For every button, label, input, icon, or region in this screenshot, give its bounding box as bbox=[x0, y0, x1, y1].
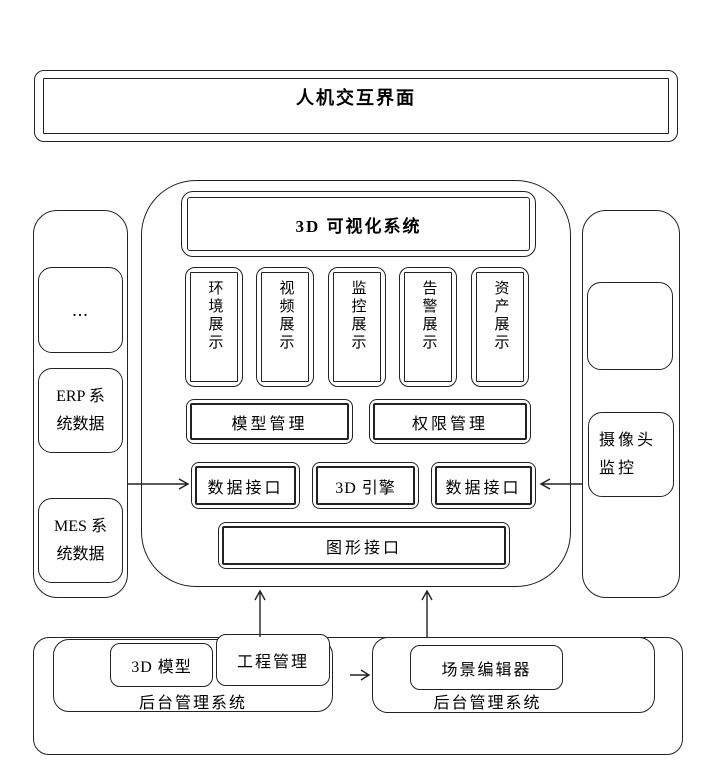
mes-data-line2: 统数据 bbox=[56, 545, 105, 563]
hmi-banner-title: 人机交互界面 bbox=[296, 88, 416, 108]
module-box-video-display: 视频展示 bbox=[256, 267, 314, 387]
module-box-environment-display: 环境展示 bbox=[185, 267, 243, 387]
permission-management-label: 权限管理 bbox=[411, 415, 488, 433]
arrow-backend-to-core-left bbox=[254, 589, 266, 637]
more-sources-label: ... bbox=[72, 299, 89, 320]
scene-editor-box: 场景编辑器 bbox=[410, 645, 563, 690]
model-3d-box: 3D 模型 bbox=[110, 643, 213, 687]
module-box-asset-display: 资产展示 bbox=[471, 267, 529, 387]
camera-monitor-box: 摄像头 监控 bbox=[588, 412, 674, 497]
project-management-box: 工程管理 bbox=[216, 634, 330, 686]
model-management-box: 模型管理 bbox=[186, 399, 353, 444]
module-label-environment-display: 环境展示 bbox=[206, 280, 223, 352]
module-box-monitoring-display: 监控展示 bbox=[328, 267, 386, 387]
graphics-interface-box: 图形接口 bbox=[218, 522, 510, 569]
data-interface-left-label: 数据接口 bbox=[207, 479, 284, 497]
backend-left-group-label: 后台管理系统 bbox=[138, 695, 247, 712]
arrow-backend-to-core-right bbox=[421, 589, 433, 637]
permission-management-box: 权限管理 bbox=[369, 399, 531, 444]
data-interface-right-box: 数据接口 bbox=[431, 462, 536, 509]
module-label-alarm-display: 告警展示 bbox=[420, 280, 437, 352]
erp-data-line1: ERP 系 bbox=[56, 387, 105, 405]
camera-monitor-line1: 摄像头 bbox=[599, 431, 657, 449]
more-sources-box: ... bbox=[38, 267, 123, 353]
data-interface-right-label: 数据接口 bbox=[445, 479, 522, 497]
module-label-video-display: 视频展示 bbox=[277, 280, 294, 352]
camera-monitor-line2: 监控 bbox=[599, 459, 638, 477]
camera-panel bbox=[582, 210, 680, 598]
engine-label: 3D 引擎 bbox=[335, 479, 396, 497]
core-system-title-box: 3D 可视化系统 bbox=[181, 191, 536, 257]
hmi-banner-box: 人机交互界面 bbox=[34, 70, 678, 142]
erp-data-line2: 统数据 bbox=[56, 415, 105, 433]
data-interface-left-box: 数据接口 bbox=[191, 462, 300, 509]
mes-data-line1: MES 系 bbox=[54, 517, 107, 535]
model-management-label: 模型管理 bbox=[231, 415, 308, 433]
graphics-interface-label: 图形接口 bbox=[325, 539, 402, 557]
model-3d-label: 3D 模型 bbox=[131, 659, 192, 676]
module-label-monitoring-display: 监控展示 bbox=[349, 280, 366, 352]
project-management-label: 工程管理 bbox=[236, 654, 309, 671]
engine-box: 3D 引擎 bbox=[312, 462, 419, 509]
module-label-asset-display: 资产展示 bbox=[492, 280, 509, 352]
core-system-title: 3D 可视化系统 bbox=[295, 216, 422, 236]
scene-editor-label: 场景编辑器 bbox=[441, 661, 532, 679]
camera-empty-box bbox=[587, 282, 673, 370]
backend-right-group-label: 后台管理系统 bbox=[433, 695, 542, 712]
mes-data-box: MES 系 统数据 bbox=[38, 498, 123, 583]
erp-data-box: ERP 系 统数据 bbox=[38, 368, 123, 453]
module-box-alarm-display: 告警展示 bbox=[399, 267, 457, 387]
